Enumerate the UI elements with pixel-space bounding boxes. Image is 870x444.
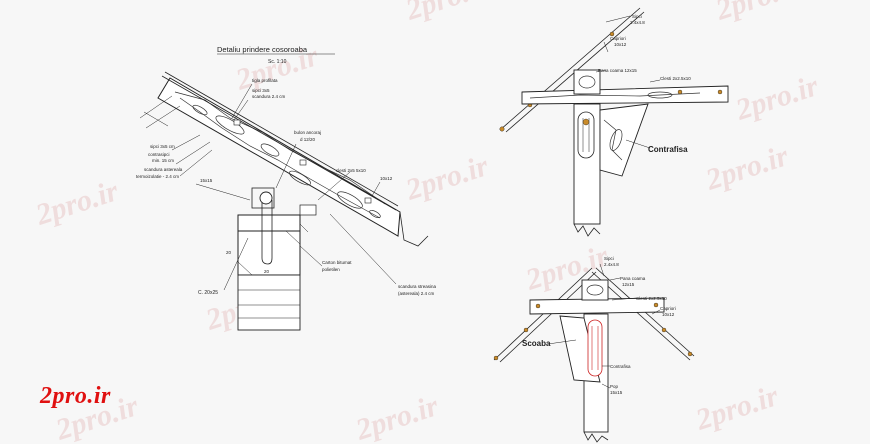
label-carton: Carton bitumat xyxy=(322,260,352,265)
watermark-text: 2pro.ir xyxy=(31,174,123,232)
label-bulon-d: d 12/20 xyxy=(300,137,316,142)
right-top-detail: Sipci 2.4x4.8 Capriori 10x12 Pana coama … xyxy=(499,7,729,237)
watermark-text: 2pro.ir xyxy=(731,69,823,127)
label-contrafisa: Contrafisa xyxy=(648,145,688,154)
label-contrafisa2: Contrafisa xyxy=(610,364,631,369)
label-sipci-top: sipci 3x5 xyxy=(252,88,270,93)
label-contrasipci: contrasipci xyxy=(148,152,170,157)
label-capriori: 10x12 xyxy=(380,176,393,181)
label-sipci: sipci 3x5 cm xyxy=(150,144,175,149)
label-pana2-d: 12x15 xyxy=(622,282,635,287)
label-sipci2: Sipci xyxy=(604,256,614,261)
left-detail: Detaliu prindere cosoroaba Sc. 1:10 xyxy=(136,45,437,331)
label-scandura: scandura astereala xyxy=(144,167,183,172)
label-pana2: Pana coama xyxy=(620,276,646,281)
wall-plate xyxy=(237,187,317,331)
rafter xyxy=(157,71,429,247)
watermark-text: 2pro.ir xyxy=(351,389,443,444)
label-sipci2-d: 2.4x4.8 xyxy=(604,262,619,267)
left-detail-scale: Sc. 1:10 xyxy=(268,59,287,65)
watermark-text: 2pro.ir xyxy=(401,0,493,27)
label-contrasipci-d: min. 15 cm xyxy=(152,158,174,163)
label-capriori2: Capriori xyxy=(660,306,676,311)
label-top-b: 2.4x4.8 xyxy=(630,20,645,25)
watermark-text: 2pro.ir xyxy=(701,139,793,197)
leader-lines xyxy=(171,83,397,291)
label-ang: 15x15 xyxy=(200,178,213,183)
label-sipci-note: scandura 2.4 cm xyxy=(252,94,286,99)
label-carton2: polietilen xyxy=(322,267,340,272)
label-tigla: tigla profilata xyxy=(252,78,278,83)
label-streasina2: (astereala) 2.4 cm xyxy=(398,291,435,296)
left-detail-title: Detaliu prindere cosoroaba xyxy=(217,45,308,54)
site-logo[interactable]: 2pro.ir xyxy=(40,383,111,409)
label-scoaba: Scoaba xyxy=(522,339,551,348)
label-dim-side: 20 xyxy=(226,250,232,255)
label-pop: Pop xyxy=(610,384,619,389)
watermark-text: 2pro.ir xyxy=(711,0,803,27)
label-clesti: clesti 2x5 5x10 xyxy=(336,168,366,173)
watermark-text: 2pro.ir xyxy=(691,379,783,437)
label-top-c: Capriori xyxy=(610,36,626,41)
label-capriori2-d: 10x12 xyxy=(662,312,675,317)
label-pop-d: 15x15 xyxy=(610,390,623,395)
label-streasina: scandura streasina xyxy=(398,284,437,289)
label-cosoroaba: C. 20x25 xyxy=(198,290,218,296)
label-top-d: 10x12 xyxy=(614,42,627,47)
dimension-marks xyxy=(139,95,181,129)
label-dim: 20 xyxy=(264,269,270,274)
label-pana: Pana coama 12x15 xyxy=(598,68,637,73)
right-bottom-detail: Sipci 2.4x4.8 Pana coama 12x15 Clesti 2x… xyxy=(493,256,695,443)
label-clesti-top: Clesti 2x2.5x10 xyxy=(660,76,691,81)
label-top-a: Sipci xyxy=(632,14,642,19)
watermark-text: 2pro.ir xyxy=(401,149,493,207)
label-scandura-d: termoizolatie - 2.4 cm xyxy=(136,174,179,179)
watermark-layer: 2pro.ir 2pro.ir 2pro.ir 2pro.ir 2pro.ir … xyxy=(31,0,823,444)
label-clesti2: Clesti 2x2.5x10 xyxy=(636,296,667,301)
label-bulon: bulon ancoraj xyxy=(294,130,321,135)
